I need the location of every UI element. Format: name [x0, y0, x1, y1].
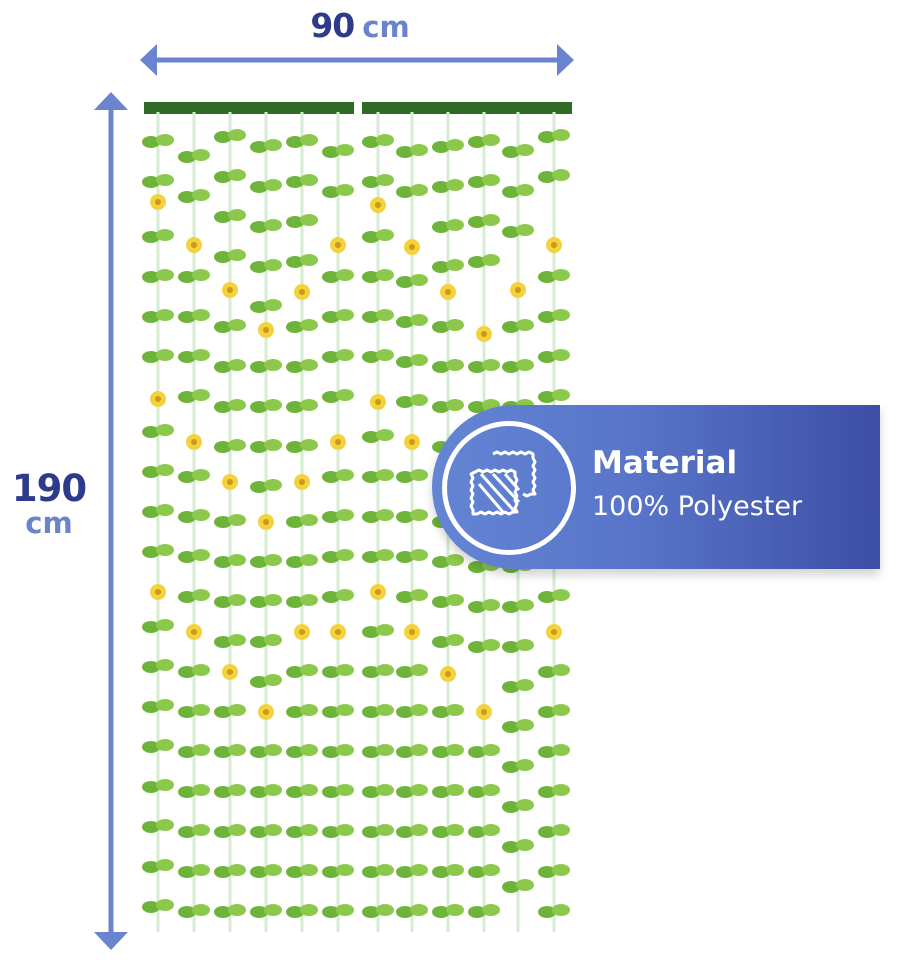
- height-unit: cm: [25, 506, 73, 540]
- curtain-rod-left: [144, 102, 354, 114]
- width-arrow-icon: [140, 44, 574, 76]
- material-title: Material: [592, 445, 738, 481]
- height-dimension-label: 190 cm: [4, 470, 94, 538]
- curtain-rod-right: [362, 102, 572, 114]
- material-value: 100% Polyester: [592, 491, 803, 522]
- height-arrow-icon: [94, 92, 128, 950]
- width-value: 90: [310, 6, 355, 45]
- width-unit: cm: [362, 10, 410, 44]
- height-value: 190: [11, 467, 87, 510]
- material-badge: Material 100% Polyester: [432, 405, 880, 569]
- leaf-strands-icon: [142, 112, 570, 932]
- fabric-swatch-icon: [469, 450, 537, 516]
- icon-circle: [442, 421, 576, 555]
